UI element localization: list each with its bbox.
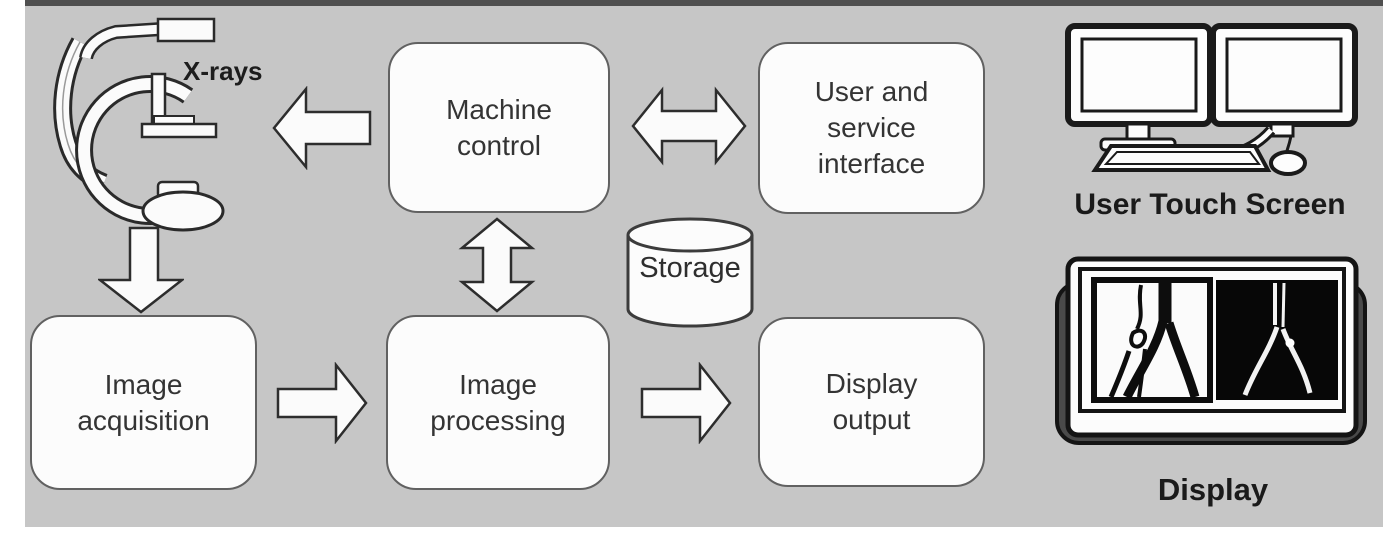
- arrow-double-horizontal-icon: [631, 86, 747, 166]
- node-user-service-interface: User and service interface: [758, 42, 985, 214]
- node-user-service-interface-label: User and service interface: [814, 76, 929, 179]
- arrow-left-icon: [272, 86, 372, 170]
- arrow-down-icon: [98, 226, 184, 314]
- dual-monitor-workstation-icon: [1065, 23, 1358, 176]
- database-cylinder-icon: [626, 217, 754, 328]
- xray-annotation: X-rays: [183, 56, 263, 86]
- arrow-right-icon: [640, 362, 732, 444]
- c-arm-xray-machine-icon: [53, 17, 225, 232]
- angiography-display-icon: [1055, 256, 1367, 445]
- node-image-processing: Image processing: [386, 315, 610, 490]
- node-machine-control: Machine control: [388, 42, 610, 213]
- node-image-processing-label: Image processing: [430, 368, 566, 436]
- node-display-output-label: Display output: [825, 368, 918, 435]
- user-touch-screen-label: User Touch Screen: [1074, 188, 1346, 221]
- node-image-acquisition: Image acquisition: [30, 315, 257, 490]
- arrow-double-vertical-icon: [458, 217, 536, 313]
- arrow-right-icon: [276, 362, 368, 444]
- display-label: Display: [1157, 472, 1269, 507]
- node-display-output: Display output: [758, 317, 985, 487]
- node-storage-label: Storage: [639, 252, 741, 284]
- node-image-acquisition-label: Image acquisition: [77, 368, 210, 436]
- node-machine-control-label: Machine control: [446, 93, 552, 161]
